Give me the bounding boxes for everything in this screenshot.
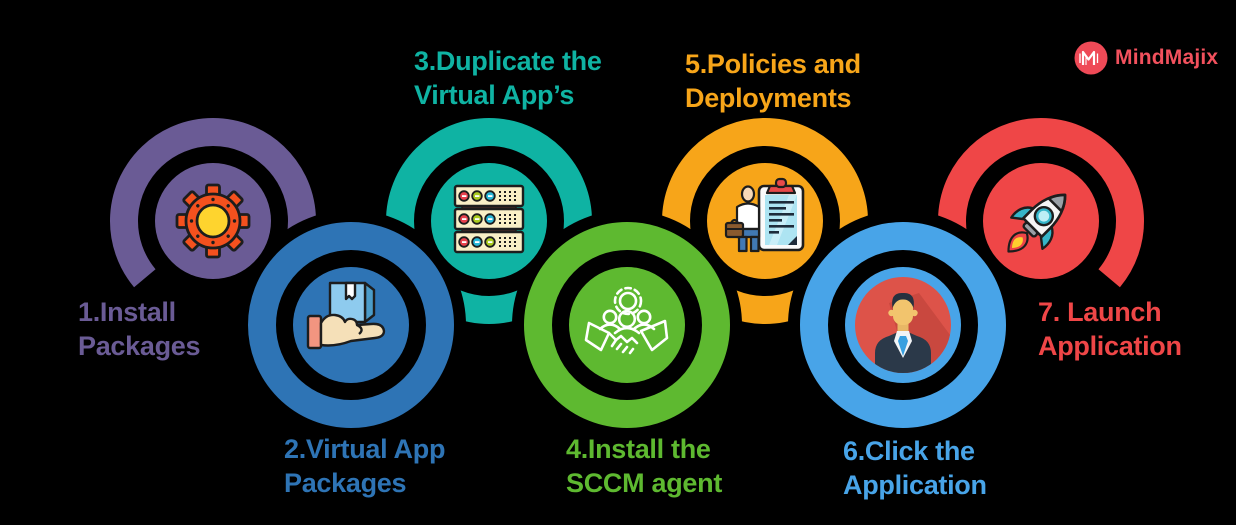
step-4-ring [524,222,730,428]
step-1-label-line1: 1.Install [78,297,176,327]
step-3-label-line2: Virtual App’s [414,80,575,110]
step-1-label-line2: Packages [78,331,201,361]
handshake-icon [584,286,669,355]
step-2-label-line1: 2.Virtual App [284,434,446,464]
step-4-disc [569,267,685,383]
brand-logo: MindMajix [1072,39,1218,77]
hand-box-icon [306,281,386,350]
step-5-label-line2: Deployments [685,83,852,113]
step-2-ring [248,222,454,428]
step-7-label-line2: Application [1038,331,1182,361]
brand-name: MindMajix [1115,46,1219,69]
step-7-label-line1: 7. Launch [1038,297,1162,327]
step-1-label: 1.Install Packages [78,295,201,363]
step-6-label: 6.Click the Application [843,434,987,502]
server-stack-icon [453,184,525,254]
step-4-label-line2: SCCM agent [566,468,723,498]
step-5-label-line1: 5.Policies and [685,49,861,79]
businessman-avatar-icon [855,277,951,373]
step-3-label: 3.Duplicate the Virtual App’s [414,44,602,112]
step-5-label: 5.Policies and Deployments [685,47,861,115]
brand-monogram-icon [1074,41,1108,75]
step-2-label: 2.Virtual App Packages [284,432,445,500]
step-7-label: 7. Launch Application [1038,295,1182,363]
step-4-label: 4.Install the SCCM agent [566,432,722,500]
step-2-label-line2: Packages [284,468,407,498]
policies-clipboard-icon [724,177,805,253]
step-3-label-line1: 3.Duplicate the [414,46,602,76]
rocket-icon [1007,193,1067,253]
step-6-label-line1: 6.Click the [843,436,975,466]
gear-icon [175,183,251,259]
step-6-label-line2: Application [843,470,987,500]
step-6-ring [800,222,1006,428]
step-4-label-line1: 4.Install the [566,434,711,464]
